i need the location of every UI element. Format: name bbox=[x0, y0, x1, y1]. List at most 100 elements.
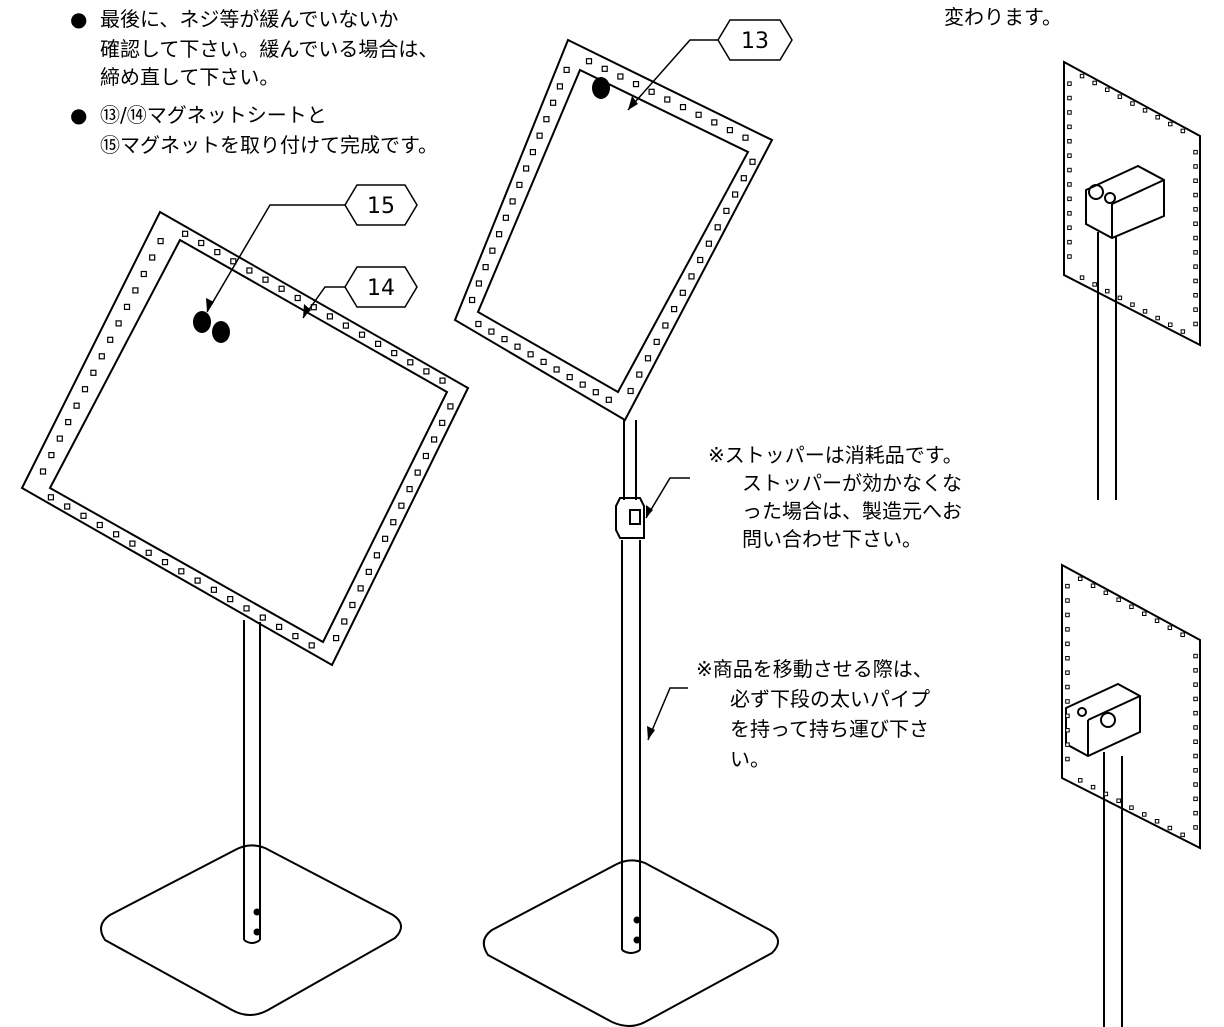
left-board-outer-frame bbox=[20, 210, 470, 667]
frame-hole bbox=[726, 126, 734, 134]
stopper-clamp bbox=[615, 497, 645, 539]
frame-hole bbox=[662, 322, 669, 329]
frame-hole bbox=[1142, 611, 1147, 616]
frame-hole bbox=[670, 306, 678, 313]
middle-stand bbox=[453, 38, 779, 1027]
frame-hole bbox=[1193, 739, 1198, 744]
bullet-icon: ● bbox=[70, 7, 88, 31]
frame-hole bbox=[1065, 713, 1070, 719]
middle-board-inner-frame bbox=[476, 68, 750, 394]
frame-hole bbox=[227, 595, 234, 603]
frame-hole bbox=[1067, 95, 1072, 101]
frame-hole bbox=[644, 355, 652, 362]
frame-hole bbox=[501, 336, 508, 343]
frame-hole bbox=[740, 175, 747, 182]
frame-hole bbox=[527, 351, 534, 358]
magnet-icon bbox=[212, 321, 230, 343]
frame-hole bbox=[414, 469, 421, 476]
lower-detail-holes bbox=[1065, 576, 1198, 838]
frame-hole bbox=[1116, 798, 1121, 803]
middle-board-holes bbox=[469, 58, 756, 403]
frame-hole bbox=[342, 322, 349, 329]
frame-hole bbox=[540, 358, 547, 365]
frame-hole bbox=[39, 468, 47, 475]
middle-board-outer-frame bbox=[453, 38, 774, 422]
frame-hole bbox=[1180, 329, 1186, 334]
frame-hole bbox=[742, 134, 749, 141]
frame-hole bbox=[1065, 612, 1070, 618]
bracket-detail-lower bbox=[1061, 563, 1201, 1027]
frame-hole bbox=[375, 340, 382, 347]
stopper-note-line3: った場合は、製造元へお bbox=[742, 499, 962, 523]
frame-hole bbox=[632, 80, 640, 88]
frame-hole bbox=[1067, 254, 1072, 259]
frame-hole bbox=[357, 585, 364, 592]
frame-hole bbox=[1193, 221, 1198, 226]
frame-hole bbox=[556, 83, 564, 90]
frame-hole bbox=[1155, 315, 1160, 321]
frame-hole bbox=[157, 238, 164, 245]
frame-hole bbox=[579, 381, 586, 388]
frame-hole bbox=[349, 601, 356, 609]
frame-hole bbox=[714, 224, 721, 231]
frame-hole bbox=[1105, 288, 1110, 294]
frame-hole bbox=[73, 402, 80, 409]
frame-hole bbox=[439, 377, 446, 384]
frame-hole bbox=[259, 614, 266, 621]
frame-hole bbox=[1103, 590, 1109, 595]
moving-note-leader bbox=[647, 687, 688, 741]
frame-hole bbox=[1193, 810, 1198, 816]
callout-15-label: 15 bbox=[367, 194, 395, 219]
frame-hole bbox=[1180, 832, 1185, 838]
frame-hole bbox=[1065, 742, 1070, 747]
frame-hole bbox=[536, 132, 543, 139]
frame-hole bbox=[1117, 295, 1123, 301]
frame-hole bbox=[407, 359, 414, 366]
frame-hole bbox=[1130, 101, 1135, 106]
frame-hole bbox=[1193, 149, 1198, 155]
frame-hole bbox=[145, 549, 152, 556]
frame-hole bbox=[1067, 182, 1072, 187]
instruction-final-check-line3: 締め直して下さい。 bbox=[100, 65, 280, 89]
frame-hole bbox=[1168, 121, 1173, 127]
frame-hole bbox=[1065, 627, 1070, 632]
frame-hole bbox=[373, 552, 380, 559]
frame-hole bbox=[1129, 604, 1134, 609]
frame-hole bbox=[326, 313, 333, 320]
frame-hole bbox=[1193, 710, 1198, 716]
frame-hole bbox=[422, 452, 429, 460]
frame-hole bbox=[489, 247, 496, 254]
callout-13-label: 13 bbox=[741, 29, 769, 54]
frame-hole bbox=[563, 66, 570, 74]
frame-hole bbox=[1065, 670, 1070, 675]
frame-hole bbox=[1155, 115, 1160, 120]
left-board-holes bbox=[39, 230, 454, 649]
frame-hole bbox=[1193, 682, 1198, 687]
frame-hole bbox=[1167, 625, 1173, 630]
frame-hole bbox=[1067, 110, 1072, 115]
frame-hole bbox=[653, 338, 660, 345]
frame-hole bbox=[488, 328, 495, 335]
frame-hole bbox=[1078, 778, 1083, 783]
frame-hole bbox=[475, 320, 482, 328]
frame-hole bbox=[679, 103, 687, 111]
frame-hole bbox=[214, 249, 221, 256]
frame-hole bbox=[723, 207, 730, 214]
frame-hole bbox=[1193, 768, 1198, 773]
frame-hole bbox=[276, 623, 283, 631]
frame-hole bbox=[1067, 153, 1072, 158]
frame-hole bbox=[1067, 139, 1072, 144]
frame-hole bbox=[509, 198, 516, 205]
frame-hole bbox=[1193, 782, 1198, 787]
frame-hole bbox=[1142, 812, 1147, 817]
frame-hole bbox=[391, 350, 398, 357]
frame-hole bbox=[1154, 819, 1160, 824]
frame-hole bbox=[585, 58, 593, 65]
callout-13-leader bbox=[627, 39, 718, 111]
frame-hole bbox=[262, 276, 269, 283]
frame-hole bbox=[605, 396, 612, 403]
frame-hole bbox=[1078, 576, 1083, 581]
frame-hole bbox=[496, 231, 503, 238]
frame-hole bbox=[1167, 825, 1173, 831]
frame-hole bbox=[1193, 321, 1198, 327]
